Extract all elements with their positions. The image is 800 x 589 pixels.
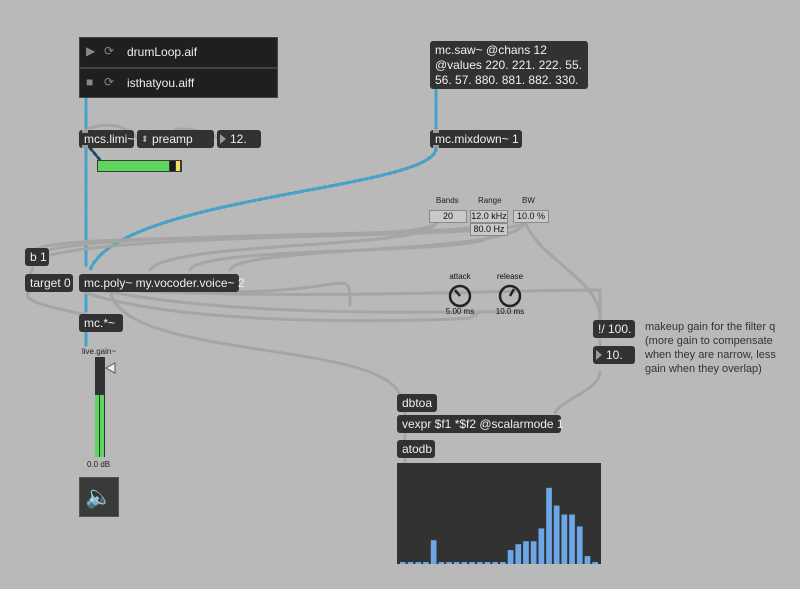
multislider-bar[interactable] [453, 562, 460, 564]
stop-icon[interactable]: ■ [86, 75, 94, 89]
multislider-bar[interactable] [507, 550, 514, 564]
player-isthatyou[interactable]: ■ ⟳ isthatyou.aiff [79, 68, 278, 98]
gain-value: 0.0 dB [87, 460, 111, 469]
multislider-bar[interactable] [530, 541, 537, 564]
loop-icon[interactable]: ⟳ [104, 44, 115, 58]
mixdown-object[interactable]: mc.mixdown~ 1 [430, 130, 522, 148]
attack-dial[interactable] [448, 284, 472, 308]
makeup-comment: makeup gain for the filter q (more gain … [645, 321, 776, 375]
range-low-number[interactable]: 80.0 Hz [470, 223, 508, 236]
multislider-bar[interactable] [538, 528, 545, 564]
range-high-number[interactable]: 12.0 kHz [470, 210, 508, 223]
multislider-bar[interactable] [423, 562, 429, 564]
multislider[interactable] [397, 463, 601, 564]
mult-object[interactable]: mc.*~ [79, 314, 123, 332]
release-value: 10.0 ms [495, 307, 525, 316]
multislider-bar[interactable] [430, 540, 437, 564]
arrows-icon: ⬍ [141, 134, 149, 144]
multislider-bar[interactable] [476, 562, 483, 564]
bw-label: BW [522, 196, 535, 205]
multislider-bar[interactable] [592, 562, 598, 564]
multislider-bar[interactable] [576, 526, 583, 564]
attack-value: 5.00 ms [445, 307, 475, 316]
multislider-bar[interactable] [407, 562, 414, 564]
multislider-bar[interactable] [484, 562, 491, 564]
bands-label: Bands [436, 196, 459, 205]
multislider-bar[interactable] [446, 562, 452, 564]
multislider-bar[interactable] [400, 562, 406, 564]
gain-label: live.gain~ [82, 347, 117, 356]
bw-number[interactable]: 10.0 % [513, 210, 549, 223]
loop-icon[interactable]: ⟳ [104, 75, 115, 89]
div-object[interactable]: !/ 100. [593, 320, 635, 338]
multislider-bar[interactable] [415, 562, 422, 564]
player-filename: drumLoop.aif [127, 45, 198, 59]
multislider-bar[interactable] [438, 562, 445, 564]
player-drumloop[interactable]: ▶ ⟳ drumLoop.aif [79, 37, 278, 68]
multislider-bar[interactable] [569, 514, 575, 565]
makeup-number[interactable]: 10. [593, 346, 635, 364]
dbtoa-object[interactable]: dbtoa [397, 394, 437, 412]
limiter-object[interactable]: mcs.limi~ [79, 130, 134, 148]
level-meter [97, 160, 182, 172]
vexpr-object[interactable]: vexpr $f1 *$f2 @scalarmode 1 [397, 415, 564, 433]
multislider-bar[interactable] [515, 544, 522, 564]
speaker-button[interactable]: 🔈 [79, 477, 119, 517]
range-label: Range [478, 196, 502, 205]
multislider-bar[interactable] [584, 556, 591, 564]
multislider-bar[interactable] [546, 487, 552, 564]
multislider-bar[interactable] [500, 562, 506, 564]
bands-number[interactable]: 20 [429, 210, 467, 223]
multislider-bar[interactable] [523, 541, 529, 564]
gain-triangle-icon[interactable] [104, 362, 116, 374]
play-icon[interactable]: ▶ [86, 44, 96, 58]
preamp-number[interactable]: 12. [217, 130, 261, 148]
multislider-bar[interactable] [461, 562, 468, 564]
poly-object[interactable]: mc.poly~ my.vocoder.voice~ 2 [79, 274, 245, 292]
release-dial[interactable] [498, 284, 522, 308]
multislider-bar[interactable] [553, 505, 560, 564]
multislider-bar[interactable] [469, 562, 475, 564]
multislider-bar[interactable] [492, 562, 498, 564]
preamp-menu[interactable]: ⬍preamp [137, 130, 214, 148]
attack-label: attack [449, 272, 471, 281]
gain-fader[interactable] [95, 357, 116, 457]
target-message[interactable]: target 0 [25, 274, 73, 292]
speaker-icon: 🔈 [85, 484, 113, 509]
release-label: release [496, 272, 524, 281]
multislider-bar[interactable] [561, 514, 568, 565]
atodb-object[interactable]: atodb [397, 440, 435, 458]
saw-message[interactable]: mc.saw~ @chans 12 @values 220. 221. 222.… [430, 41, 588, 89]
b1-object[interactable]: b 1 [25, 248, 49, 266]
player-filename: isthatyou.aiff [127, 76, 195, 90]
